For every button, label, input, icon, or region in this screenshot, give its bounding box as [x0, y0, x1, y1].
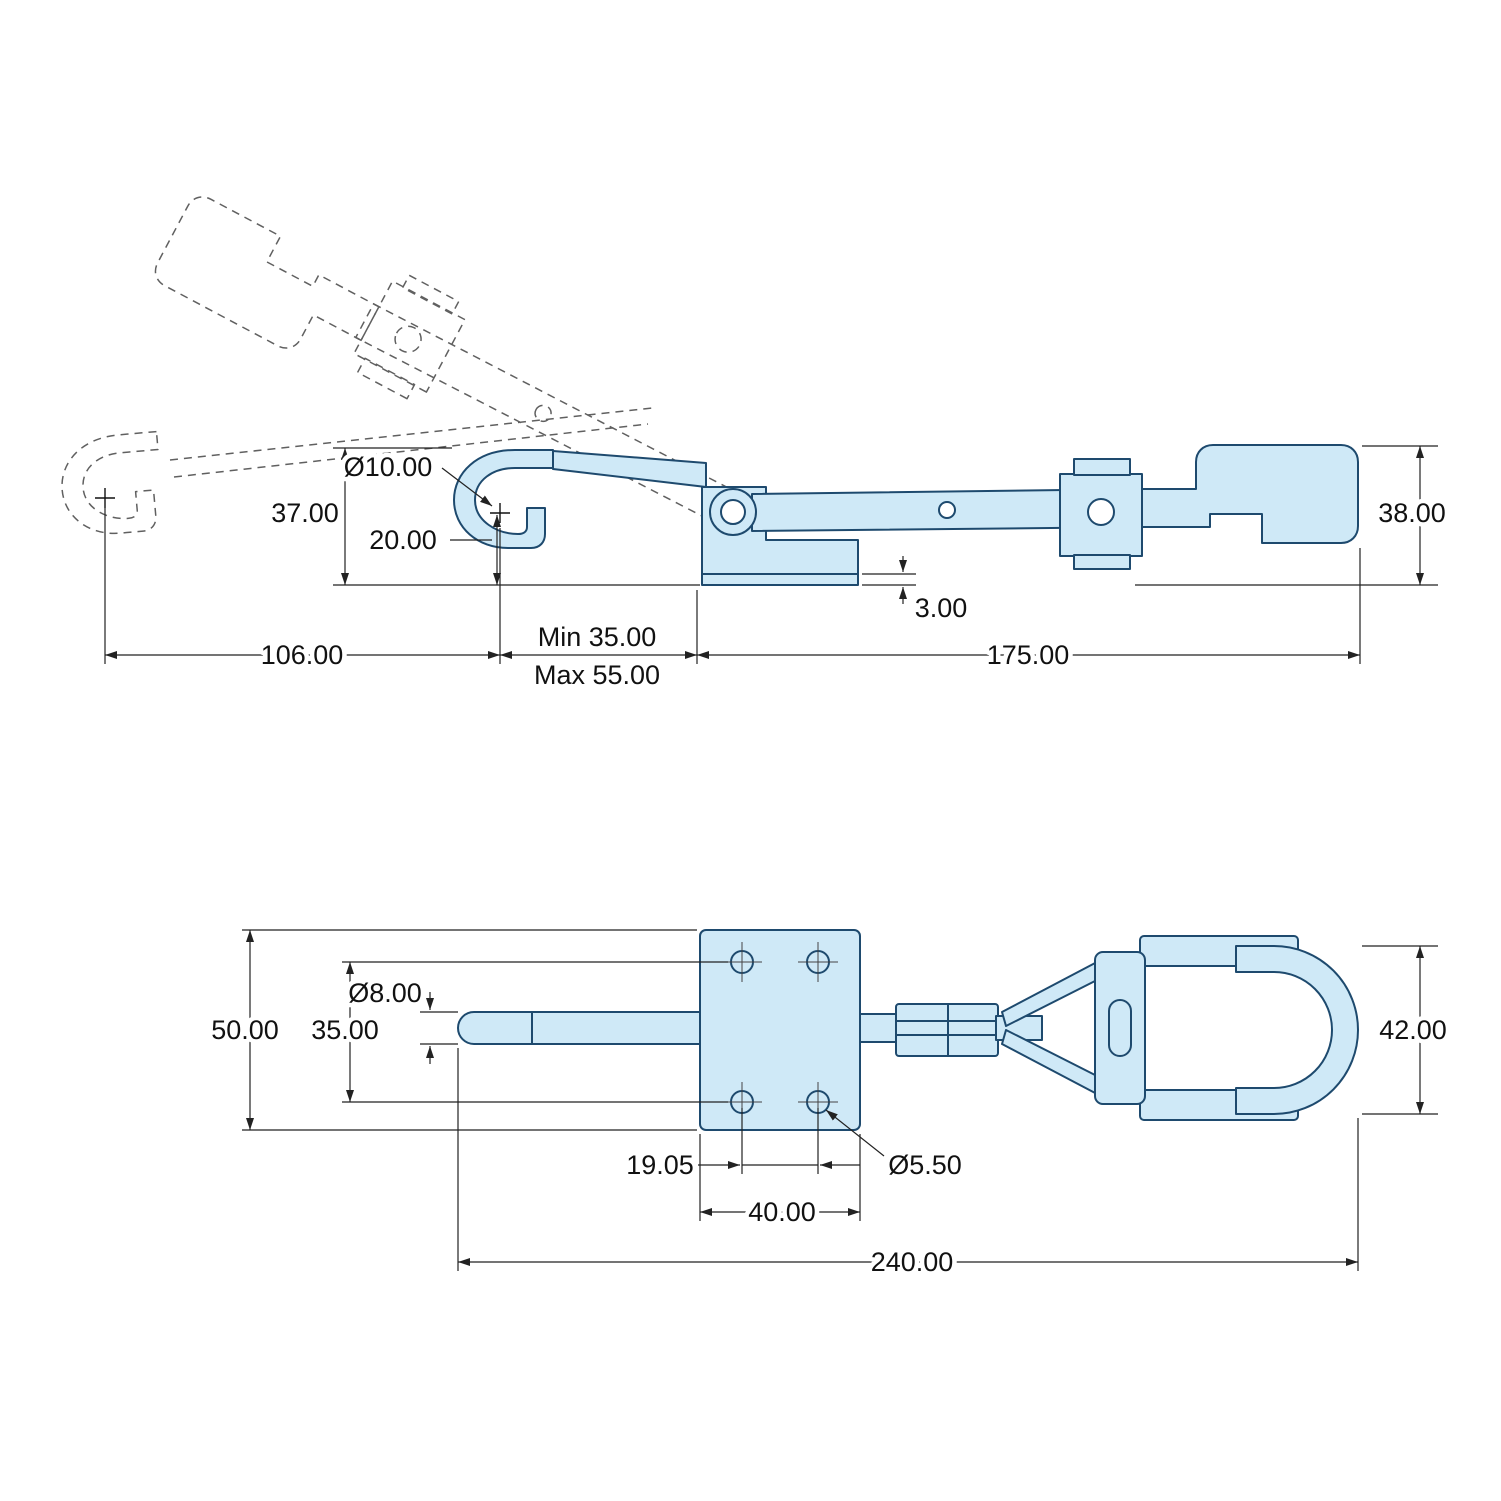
mounting-holes — [722, 942, 838, 1122]
dim-latch-height: 38.00 — [1378, 498, 1446, 528]
dim-plate-width: 40.00 — [748, 1197, 816, 1227]
top-view-dimensions: 50.00 35.00 Ø8.00 42.00 19.05 Ø5.50 40.0… — [207, 929, 1451, 1282]
lever-arm-lower-top — [1001, 1029, 1098, 1095]
dim-plate-length: 50.00 — [211, 1015, 279, 1045]
dim-body-length: 175.00 — [987, 640, 1070, 670]
hook-center-mark — [490, 503, 510, 523]
draw-rod-side — [552, 450, 707, 488]
draw-rod-top — [457, 1011, 703, 1045]
top-view — [457, 929, 1359, 1131]
mounting-plate-top — [699, 929, 861, 1131]
hook-side — [453, 449, 554, 549]
hook-open-ghost — [57, 430, 166, 539]
dim-hook-pin-diameter: Ø10.00 — [344, 452, 433, 482]
dim-hook-travel: 106.00 — [261, 640, 344, 670]
ghost-hook-center-mark — [95, 488, 115, 508]
handle-loop-top — [1235, 945, 1359, 1115]
dim-hook-center-height: 20.00 — [369, 525, 437, 555]
ghost-rod-bottom-edge — [173, 423, 649, 478]
side-view — [453, 444, 1359, 586]
dim-overall-length: 240.00 — [871, 1247, 954, 1277]
dim-mounting-hole-diameter: Ø5.50 — [888, 1150, 962, 1180]
threaded-rod-stub — [857, 1013, 899, 1043]
dim-hole-row-spacing: 35.00 — [311, 1015, 379, 1045]
dim-rod-diameter: Ø8.00 — [348, 978, 422, 1008]
lever-arm-upper-top — [1001, 961, 1098, 1027]
side-view-dimensions: Ø10.00 37.00 20.00 38.00 3.00 106.00 Min… — [104, 445, 1450, 695]
lever-block-slot — [1108, 999, 1132, 1057]
dim-base-thickness: 3.00 — [915, 593, 968, 623]
dim-hole-column-spacing: 19.05 — [626, 1150, 694, 1180]
dim-reach-min: Min 35.00 — [538, 622, 657, 652]
base-flange-side — [701, 573, 859, 586]
dim-loop-width: 42.00 — [1379, 1015, 1447, 1045]
dim-hook-height: 37.00 — [271, 498, 339, 528]
ghost-rod-top-edge — [169, 407, 653, 461]
dim-reach-max: Max 55.00 — [534, 660, 660, 690]
open-position-ghost — [57, 167, 781, 583]
